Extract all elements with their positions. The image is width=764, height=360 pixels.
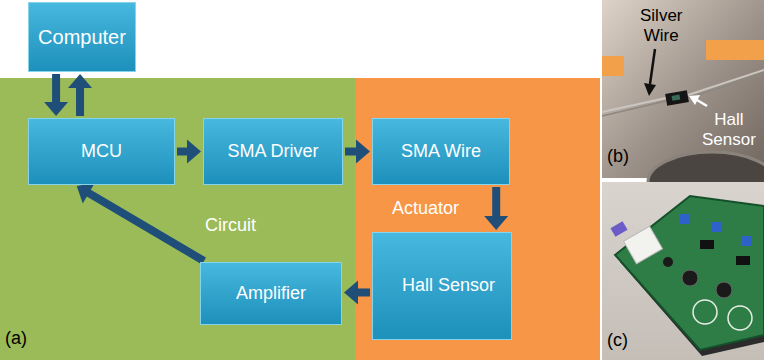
potentiometer [742,236,752,246]
flow-arrow [77,183,204,261]
box-label: SMA Driver [227,141,318,163]
tape [706,40,764,60]
silver-wire [602,74,764,116]
potentiometer [712,222,722,232]
leader-line [697,100,707,106]
tape [602,56,624,76]
callout-label: Silver Wire [640,6,683,45]
flow-arrow [484,187,508,230]
chip [700,240,714,249]
photo-background [602,0,764,178]
capacitor [682,270,698,286]
process-box: SMA Driver [203,118,343,185]
potentiometer [680,214,690,224]
capacitor [663,257,673,267]
connector [624,226,663,264]
chip [736,256,750,265]
leader-arrowhead [689,95,700,105]
panel-label: (c) [607,330,628,351]
silkscreen [728,306,752,330]
box-label: SMA Wire [401,141,481,163]
flow-arrow [177,140,201,164]
box-label: MCU [81,141,122,163]
panel-label: (a) [5,328,27,349]
silver-wire [602,70,764,112]
box-label: Amplifier [236,283,306,305]
silkscreen [693,300,717,324]
process-box: Hall Sensor [372,232,512,340]
hall-sensor-chip [665,90,689,106]
photo-background [602,182,764,360]
flow-arrow [345,140,370,164]
box-label: Hall Sensor [402,275,482,297]
box-label: Computer [38,23,126,52]
flow-arrow [68,74,92,116]
pcb [615,196,764,350]
leader-arrowhead [644,83,656,96]
process-box: Amplifier [200,262,342,325]
leader-line [650,49,655,84]
capacitor [716,282,732,298]
callout-label: Hall Sensor [702,110,756,149]
connector [610,221,627,237]
process-box: MCU [28,118,175,185]
region-band: Actuator SMA WireHall Sensor [355,78,600,360]
flow-arrow [344,280,370,304]
process-box: Computer [28,2,136,72]
region-band: Circuit MCU SMA DriverAmplifier [0,78,355,360]
region-label: Circuit [205,215,256,237]
hall-sensor-die [672,95,681,101]
process-box: SMA Wire [372,118,510,185]
region-label: Actuator [392,198,459,220]
panel-label: (b) [607,146,629,167]
flow-arrow [44,74,68,116]
